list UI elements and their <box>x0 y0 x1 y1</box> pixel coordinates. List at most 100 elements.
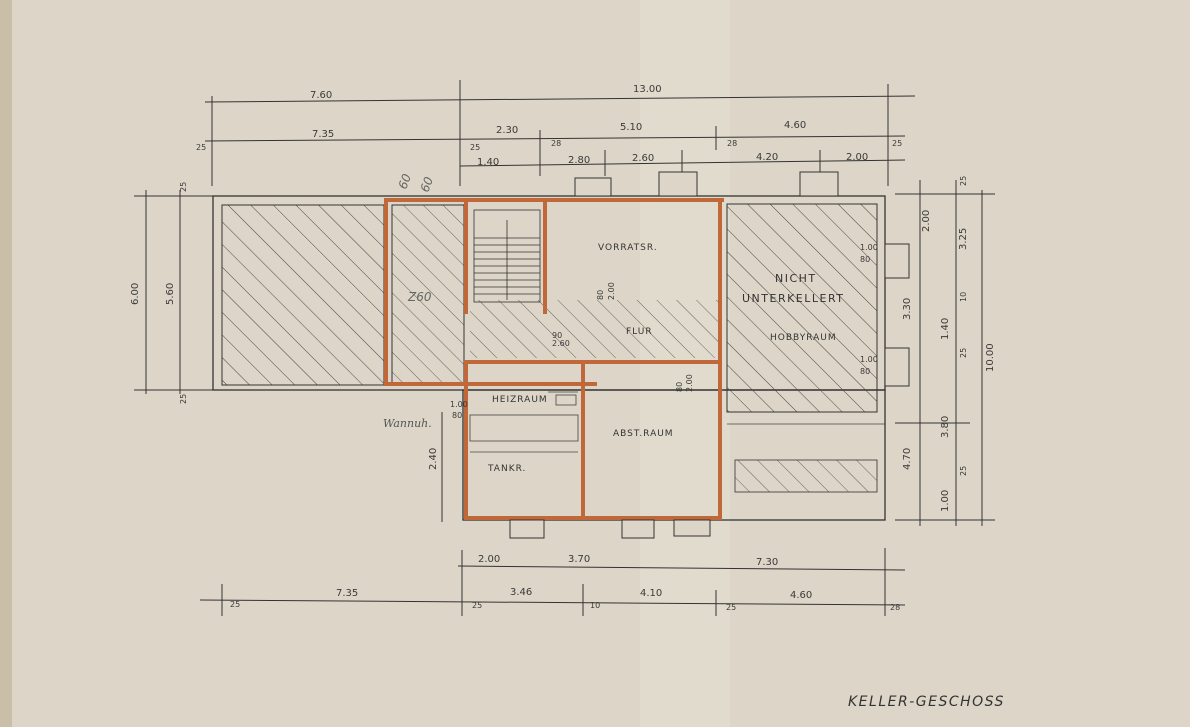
dim-text: 25 <box>179 182 188 192</box>
hallway-hatch <box>470 300 718 358</box>
dim-text: 10 <box>590 601 600 610</box>
dim-text: 2.00 <box>607 282 616 300</box>
room-label-not-basement-2: UNTERKELLERT <box>742 292 845 305</box>
dim-text: 5.10 <box>620 122 642 133</box>
window-well <box>621 519 655 539</box>
window-well <box>658 171 698 197</box>
dim-text: 4.10 <box>640 588 662 599</box>
pencil-mark: Z60 <box>407 290 432 304</box>
pencil-mark: 60 <box>418 175 437 194</box>
dim-text: 2.60 <box>552 339 570 348</box>
dim-line-top-1 <box>204 95 916 103</box>
room-label-tank: TANKR. <box>487 464 526 474</box>
dim-text: 2.00 <box>685 374 694 392</box>
dim-text: 25 <box>959 176 968 186</box>
dim-text: 1.00 <box>860 355 878 364</box>
garage-hatch-area <box>221 204 385 386</box>
bottom-dimension-lines <box>199 548 906 616</box>
dim-text: 25 <box>230 600 240 609</box>
dim-text: 6.00 <box>130 283 141 305</box>
heizraum-box <box>469 414 579 442</box>
dim-text: 7.60 <box>310 90 332 101</box>
dim-text: 25 <box>892 139 902 148</box>
dim-text: 25 <box>959 348 968 358</box>
dim-text: 80 <box>860 367 870 376</box>
dim-text: 4.70 <box>902 448 913 470</box>
dim-text: 80 <box>675 382 684 392</box>
pencil-mark: 60 <box>396 172 415 191</box>
dim-text: 1.00 <box>860 243 878 252</box>
side-dimension-lines <box>134 180 995 526</box>
dim-text: 25 <box>472 601 482 610</box>
dim-text: 7.35 <box>336 588 358 599</box>
dim-text: 80 <box>596 290 605 300</box>
dim-text: 2.30 <box>496 125 518 136</box>
dim-text: 28 <box>890 603 900 612</box>
new-walls <box>384 198 724 520</box>
dim-text: 2.80 <box>568 155 590 166</box>
staircase <box>473 209 541 303</box>
dim-text: 1.00 <box>940 490 951 512</box>
dim-text: 2.00 <box>921 210 932 232</box>
dim-line-bottom-1 <box>457 565 906 571</box>
dim-line-top-2 <box>204 135 906 142</box>
window-wells <box>509 171 910 539</box>
dim-line-bottom-2 <box>199 599 906 606</box>
dim-text: 2.60 <box>632 153 654 164</box>
dim-text: 4.60 <box>790 590 812 601</box>
window-well <box>799 171 839 197</box>
paper-edge <box>0 0 12 727</box>
dim-text: 5.60 <box>165 283 176 305</box>
dim-text: 80 <box>452 411 462 420</box>
stair-frame <box>473 209 541 303</box>
stair-side-hatch <box>391 204 465 386</box>
window-well <box>884 347 910 387</box>
dim-text: 3.25 <box>958 228 969 250</box>
lower-right-hatch <box>734 459 878 493</box>
room-label-storage: VORRATSR. <box>598 243 658 253</box>
window-well <box>884 243 910 279</box>
dim-text: 7.35 <box>312 129 334 140</box>
dim-text: 25 <box>196 143 206 152</box>
boiler-unit <box>555 394 577 406</box>
dim-text: 3.30 <box>902 298 913 320</box>
window-well <box>673 519 711 537</box>
dim-text: 25 <box>179 394 188 404</box>
dim-text: 10.00 <box>985 343 996 372</box>
dim-text: 25 <box>470 143 480 152</box>
dim-text: 3.46 <box>510 587 532 598</box>
dim-text: 3.70 <box>568 554 590 565</box>
dim-text: 4.60 <box>784 120 806 131</box>
dim-text: 25 <box>726 603 736 612</box>
dim-text: 28 <box>551 139 561 148</box>
handwritten-note: Wannuh. <box>383 417 432 430</box>
dim-text: 1.40 <box>940 318 951 340</box>
dim-text: 28 <box>727 139 737 148</box>
dim-text: 2.00 <box>846 152 868 163</box>
top-dimension-lines <box>204 80 916 186</box>
dim-text: 10 <box>959 292 968 302</box>
drawing-title: KELLER-GESCHOSS <box>848 694 1005 710</box>
room-label-boiler: HEIZRAUM <box>492 395 548 405</box>
dim-text: 1.40 <box>477 157 499 168</box>
interior-details <box>469 391 885 453</box>
room-label-hallway: FLUR <box>626 327 653 337</box>
dim-text: 2.00 <box>478 554 500 565</box>
window-well <box>574 177 612 197</box>
room-label-utility: ABST.RAUM <box>613 429 674 439</box>
room-label-not-basement-1: NICHT <box>775 272 817 285</box>
dim-text: 1.00 <box>450 400 468 409</box>
dim-text: 3.80 <box>940 416 951 438</box>
dim-text: 80 <box>860 255 870 264</box>
dim-text: 90 <box>552 331 562 340</box>
dim-text: 4.20 <box>756 152 778 163</box>
dim-text: 7.30 <box>756 557 778 568</box>
dim-text: 25 <box>959 466 968 476</box>
dim-text: 2.40 <box>428 448 439 470</box>
dim-text: 13.00 <box>633 84 662 95</box>
room-label-hobby: HOBBYRAUM <box>770 333 837 343</box>
window-well <box>509 519 545 539</box>
not-basement-hatch <box>726 203 878 413</box>
